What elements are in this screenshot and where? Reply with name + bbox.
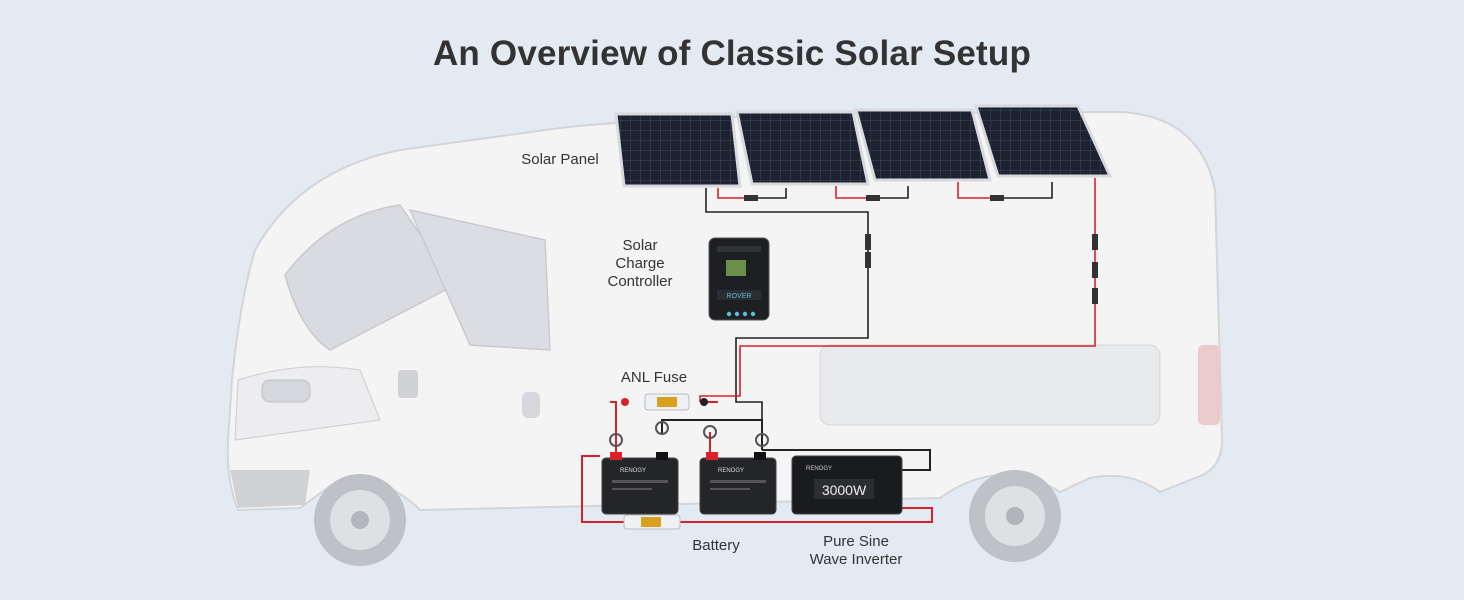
battery-brand-text: RENOGY [718, 468, 744, 474]
wire-to-inverter-pos [581, 455, 933, 523]
van-side-window [408, 208, 551, 351]
van-mirror [398, 370, 418, 398]
solar-panels [614, 104, 1113, 188]
anl-fuse [621, 393, 708, 411]
charge-controller: ROVER [708, 237, 770, 321]
van-taillight [1198, 345, 1220, 425]
rear-wheel [969, 470, 1061, 562]
bottom-fuse [623, 514, 681, 530]
wire-link-2b [872, 186, 909, 199]
wire-link-1 [717, 188, 752, 199]
mc4-connector [865, 234, 871, 250]
battery-1: RENOGY [601, 452, 679, 515]
van-headlight [261, 379, 311, 403]
mc4-connector [1092, 262, 1098, 278]
battery-2: RENOGY [699, 452, 777, 515]
front-wheel [314, 474, 406, 566]
van-windshield [284, 204, 457, 351]
mc4-connector [1092, 234, 1098, 250]
inverter: RENOGY 3000W [791, 455, 903, 515]
charge-controller-label-line: Controller [607, 273, 673, 290]
ring-terminals [609, 421, 769, 447]
charge-controller-label-line: Charge [615, 255, 665, 272]
solar-panel-1 [614, 112, 742, 188]
controller-lcd [726, 260, 746, 276]
battery-brand-text: RENOGY [620, 468, 646, 474]
wire-neg-main [705, 188, 869, 440]
mc4-connector [866, 195, 880, 201]
van-door-handle [522, 392, 540, 418]
van-cargo-bed [819, 344, 1161, 426]
solar-panel-3 [854, 108, 992, 182]
anl-fuse-label: ANL Fuse [620, 369, 688, 386]
mc4-connector [865, 252, 871, 268]
charge-controller-label: Solar Charge Controller [590, 237, 690, 291]
mc4-connector [744, 195, 758, 201]
mc4-connector [1092, 288, 1098, 304]
page-title: An Overview of Classic Solar Setup [432, 34, 1032, 73]
solar-panel-2 [735, 110, 870, 186]
panel-wiring [699, 178, 1098, 440]
van-bumper [230, 470, 310, 508]
wire-link-3b [996, 182, 1053, 199]
wire-pos-main [699, 178, 1096, 402]
inverter-rating-text: 3000W [822, 482, 867, 498]
charge-controller-label-line: Solar [622, 237, 658, 254]
inverter-label-line: Pure Sine [823, 533, 889, 550]
controller-model-text: ROVER [727, 293, 752, 300]
inverter-label: Pure Sine Wave Inverter [786, 533, 926, 569]
solar-panel-label: Solar Panel [521, 151, 599, 168]
wire-link-2 [835, 186, 872, 199]
wire-link-1b [752, 188, 787, 199]
solar-panel-4 [973, 104, 1113, 178]
mc4-connector [990, 195, 1004, 201]
inverter-label-line: Wave Inverter [809, 551, 903, 568]
inverter-brand-text: RENOGY [806, 466, 832, 472]
battery-label: Battery [692, 537, 740, 554]
wire-link-3 [957, 182, 996, 199]
wire-to-inverter-neg [762, 449, 931, 471]
